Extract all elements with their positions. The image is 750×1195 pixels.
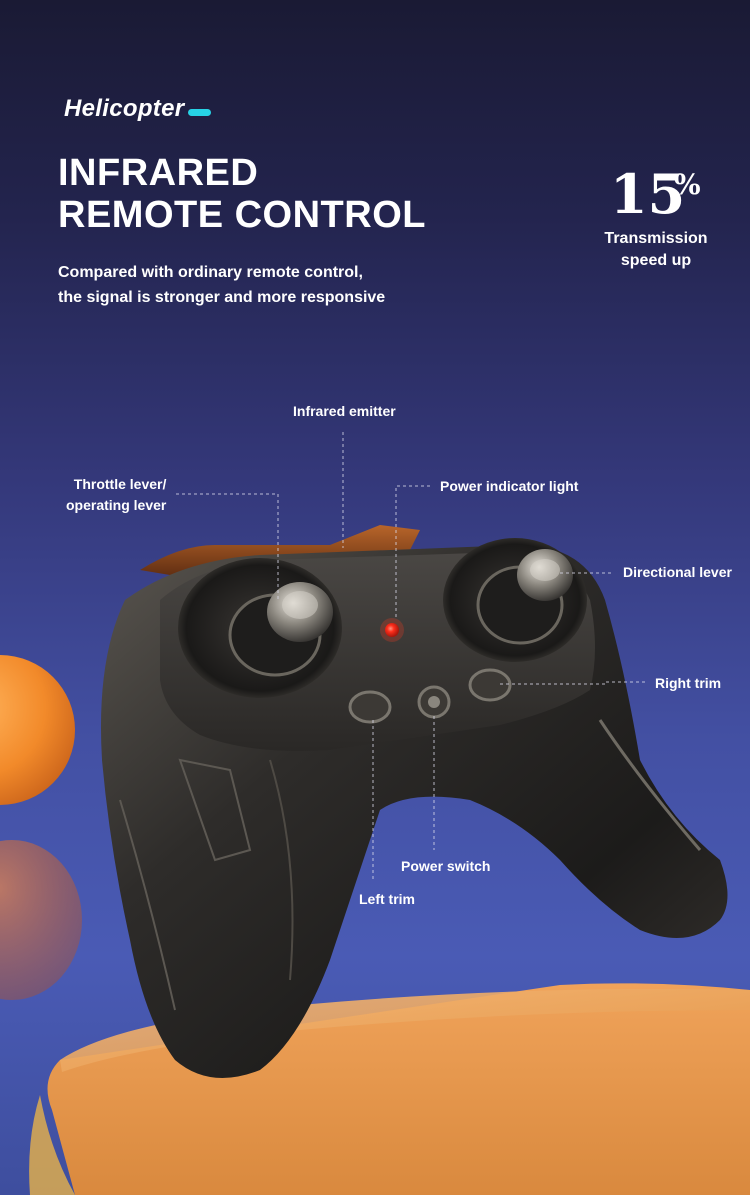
right-trim-button[interactable] <box>468 668 512 702</box>
stat-label-line: speed up <box>620 252 692 269</box>
callout-line: operating lever <box>66 497 167 513</box>
stat-value: 15 <box>610 162 686 226</box>
pedestal <box>29 983 750 1195</box>
category-tag: Helicopter <box>64 95 185 122</box>
title-line: REMOTE CONTROL <box>58 194 426 236</box>
callout-left-trim: Left trim <box>359 891 415 907</box>
stat-label: Transmission speed up <box>596 228 716 272</box>
stat-label-line: Transmission <box>604 230 708 247</box>
remote-controller <box>100 525 728 1078</box>
callout-power-switch: Power switch <box>401 858 491 874</box>
power-indicator-led <box>385 623 399 637</box>
left-trim-button[interactable] <box>348 690 392 724</box>
title-line: INFRARED <box>58 152 259 194</box>
subtitle-line: the signal is stronger and more responsi… <box>58 289 386 306</box>
callout-throttle-lever: Throttle lever/ operating lever <box>66 474 166 516</box>
callout-power-indicator: Power indicator light <box>440 478 579 494</box>
callout-infrared-emitter: Infrared emitter <box>293 403 396 419</box>
callout-directional-lever: Directional lever <box>623 564 732 580</box>
accent-dash <box>188 109 211 116</box>
callout-line: Throttle lever/ <box>73 476 167 492</box>
page-subtitle: Compared with ordinary remote control, t… <box>58 260 385 310</box>
stat-unit: % <box>674 168 701 201</box>
callout-right-trim: Right trim <box>655 675 722 691</box>
page-title: INFRARED REMOTE CONTROL <box>58 152 426 236</box>
blurred-ball-decor <box>0 840 82 1000</box>
subtitle-line: Compared with ordinary remote control, <box>58 264 363 281</box>
orange-ball-decor <box>0 655 75 805</box>
callout-lines <box>176 432 646 880</box>
